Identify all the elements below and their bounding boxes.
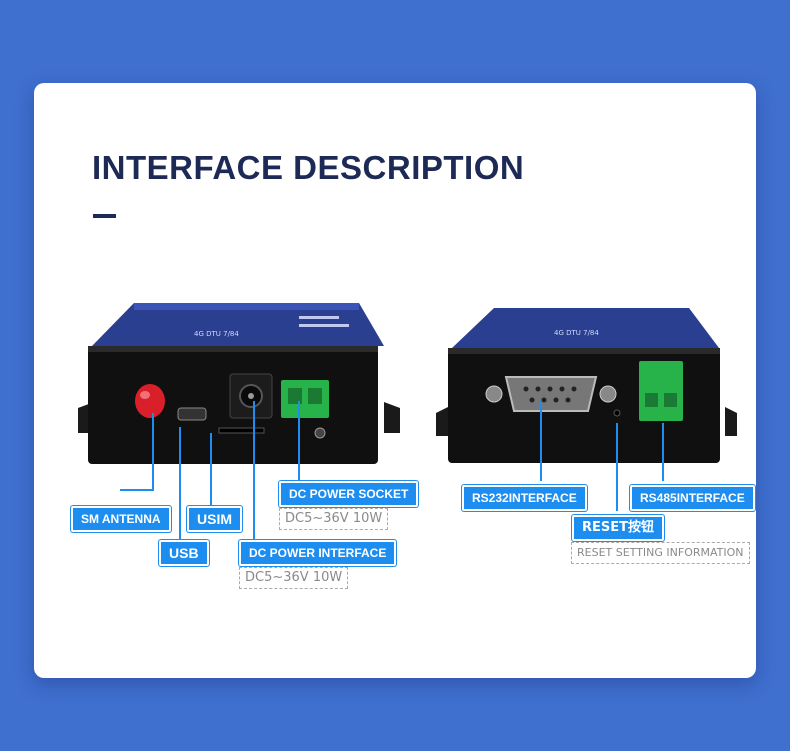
dc-interface-label: DC POWER INTERFACE	[239, 540, 397, 566]
page-title: INTERFACE DESCRIPTION	[92, 149, 525, 186]
title-underline	[93, 214, 116, 218]
rs232-label: RS232INTERFACE	[462, 485, 587, 511]
content-card: INTERFACE DESCRIPTION 4G DTU 7/84	[34, 83, 756, 678]
left-device-image: 4G DTU 7/84	[78, 303, 400, 464]
right-device-image: 4G DTU 7/84	[436, 308, 737, 463]
dc-interface-spec: DC5~36V 10W	[239, 567, 349, 589]
usb-leader	[179, 427, 181, 539]
antenna-leader-diag	[120, 489, 154, 491]
rs485-label: RS485INTERFACE	[630, 485, 755, 511]
rs485-leader	[662, 423, 664, 481]
svg-text:4G DTU 7/84: 4G DTU 7/84	[554, 329, 599, 337]
dc-interface-leader	[253, 401, 255, 543]
usb-label: USB	[159, 540, 209, 566]
dc-socket-spec: DC5~36V 10W	[279, 508, 389, 530]
antenna-leader	[152, 413, 154, 491]
sm-antenna-label: SM ANTENNA	[71, 506, 171, 532]
reset-leader	[616, 423, 618, 511]
rs232-leader	[540, 401, 542, 481]
svg-text:4G DTU 7/84: 4G DTU 7/84	[194, 330, 239, 338]
reset-label: RESET按钮	[572, 515, 665, 541]
dc-socket-leader	[298, 401, 300, 481]
dc-socket-label: DC POWER SOCKET	[279, 481, 419, 507]
usim-leader	[210, 433, 212, 505]
reset-info: RESET SETTING INFORMATION	[571, 542, 750, 564]
usim-label: USIM	[187, 506, 242, 532]
